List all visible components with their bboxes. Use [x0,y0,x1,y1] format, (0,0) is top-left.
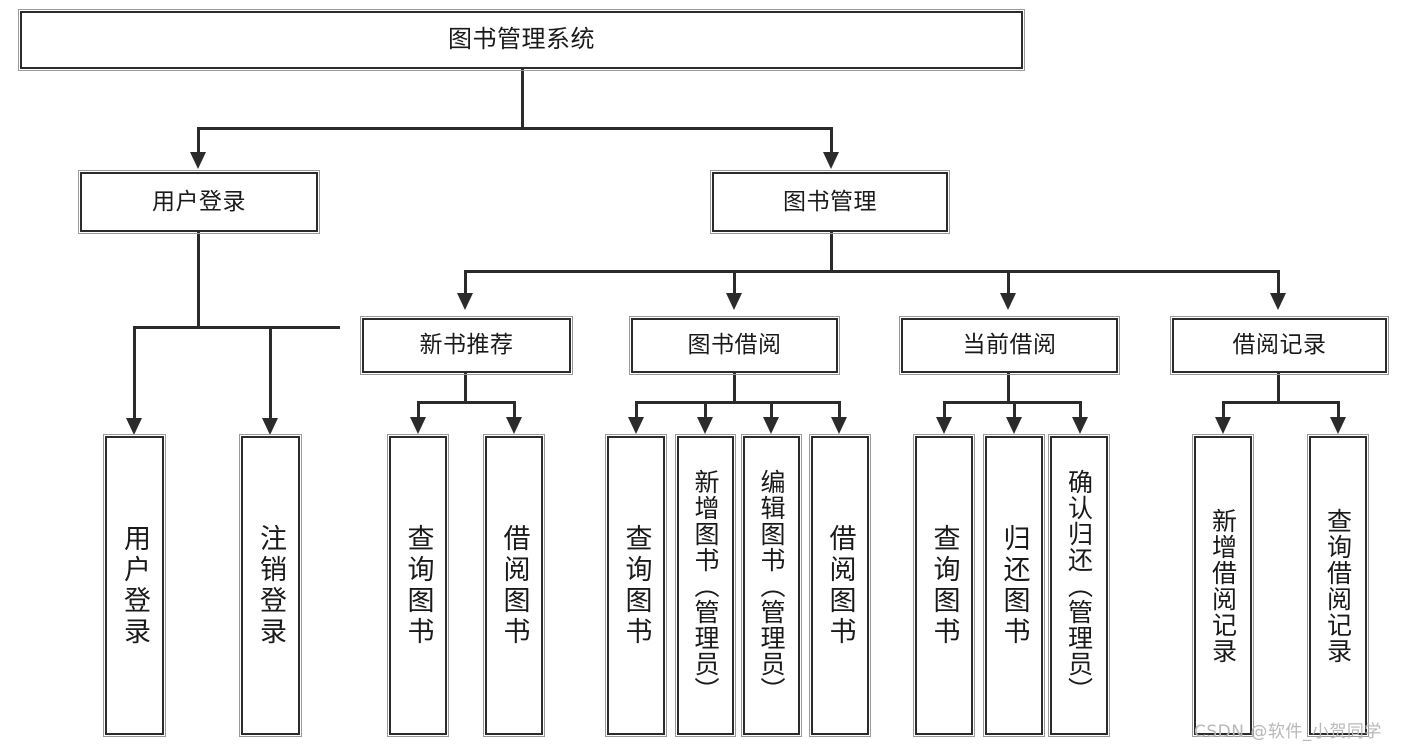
node-leaf-query-book-1[interactable]: 查询图书 [387,434,449,737]
node-leaf-user-login[interactable]: 用户登录 [103,434,166,737]
connector-root-to-user-login [197,127,200,153]
arrowhead-leaf-logout [262,418,278,435]
node-leaf-return-book[interactable]: 归还图书 [983,434,1045,737]
connector-user-login-to-leaf-1 [133,326,136,419]
arrowhead-leaf-return-book [1006,417,1022,434]
node-label: 用户登录 [152,188,246,215]
node-label: 新增借阅记录 [1208,507,1238,664]
arrowhead-leaf-query-book-3 [936,417,952,434]
node-label: 借阅图书 [498,523,530,648]
node-label: 借阅图书 [824,523,856,648]
node-label: 新书推荐 [419,332,514,359]
arrowhead-book-mgmt [823,152,839,169]
node-leaf-query-book-3[interactable]: 查询图书 [913,434,975,737]
connector-new-book-rec-bus [417,401,516,404]
node-label: 查询借阅记录 [1323,507,1353,664]
node-label: 查询图书 [402,523,434,648]
watermark-text: CSDN @软件_小贺同学 [1194,722,1382,742]
node-leaf-query-book-2[interactable]: 查询图书 [605,434,667,737]
connector-book-borrow-to-leaf-3 [770,401,773,418]
connector-new-book-rec-to-leaf-2 [513,401,516,418]
node-leaf-borrow-book-1[interactable]: 借阅图书 [483,434,545,737]
connector-new-book-rec-to-leaf-1 [417,401,420,418]
node-label: 归还图书 [998,523,1030,648]
connector-borrow-record-stem [1277,373,1280,403]
connector-book-borrow-to-leaf-1 [635,401,638,418]
connector-book-borrow-bus [635,401,840,404]
arrowhead-leaf-borrow-book-2 [831,417,847,434]
connector-user-login-stem [197,232,200,328]
connector-borrow-record-to-leaf-1 [1222,401,1225,418]
node-leaf-logout[interactable]: 注销登录 [239,434,302,737]
node-leaf-add-borrow-record[interactable]: 新增借阅记录 [1192,434,1254,737]
arrowhead-leaf-query-book-1 [410,417,426,434]
connector-book-mgmt-stem [830,232,833,272]
node-label: 新增图书（管理员） [691,468,720,703]
node-label: 图书管理 [783,188,877,215]
connector-current-borrow-to-leaf-3 [1079,401,1082,418]
arrowhead-leaf-add-book [697,417,713,434]
arrowhead-current-borrow [1000,293,1016,310]
node-book-management[interactable]: 图书管理 [710,170,950,234]
node-label: 借阅记录 [1232,332,1327,359]
node-new-book-recommendation[interactable]: 新书推荐 [360,316,573,375]
connector-book-mgmt-to-borrow-record [1277,270,1280,294]
connector-root-stem [521,69,524,127]
connector-current-borrow-to-leaf-1 [943,401,946,418]
arrowhead-leaf-query-book-2 [628,417,644,434]
connector-borrow-record-bus [1222,401,1340,404]
arrowhead-leaf-borrow-book-1 [506,417,522,434]
node-leaf-borrow-book-2[interactable]: 借阅图书 [809,434,871,737]
node-label: 确认归还（管理员） [1064,468,1094,703]
node-label: 查询图书 [928,523,960,648]
connector-new-book-rec-stem [464,373,467,403]
node-label: 当前借阅 [962,332,1057,359]
connector-current-borrow-to-leaf-2 [1013,401,1016,418]
arrowhead-user-login [190,152,206,169]
node-root-book-management-system[interactable]: 图书管理系统 [18,9,1025,71]
connector-root-bus [197,127,833,130]
connector-user-login-bus [133,326,340,329]
connector-current-borrow-bus [943,401,1079,404]
connector-book-borrow-to-leaf-4 [838,401,841,418]
arrowhead-new-book-rec [457,293,473,310]
arrowhead-borrow-record [1270,293,1286,310]
arrowhead-leaf-add-record [1215,417,1231,434]
node-leaf-edit-book-admin[interactable]: 编辑图书（管理员） [741,434,802,737]
connector-root-to-book-mgmt [830,127,833,153]
node-user-login[interactable]: 用户登录 [78,170,320,234]
node-leaf-query-borrow-record[interactable]: 查询借阅记录 [1307,434,1369,737]
connector-book-mgmt-bus [464,270,1277,273]
connector-book-mgmt-to-current-borrow [1007,270,1010,294]
connector-book-borrow-stem [733,373,736,403]
node-leaf-confirm-return-admin[interactable]: 确认归还（管理员） [1048,434,1110,737]
connector-book-borrow-to-leaf-2 [704,401,707,418]
arrowhead-leaf-edit-book [763,417,779,434]
node-current-borrowing[interactable]: 当前借阅 [899,316,1120,375]
connector-borrow-record-to-leaf-2 [1337,401,1340,418]
connector-user-login-to-leaf-2 [269,326,272,419]
node-label: 编辑图书（管理员） [757,468,786,703]
arrowhead-leaf-confirm-return [1072,417,1088,434]
node-label: 用户登录 [119,523,150,648]
node-label: 图书借阅 [687,332,782,359]
node-book-borrowing[interactable]: 图书借阅 [629,316,840,375]
node-label: 注销登录 [255,523,286,648]
connector-book-mgmt-to-new-book-rec [464,270,467,294]
connector-current-borrow-stem [1007,373,1010,403]
arrowhead-leaf-query-record [1330,417,1346,434]
node-label: 图书管理系统 [448,25,595,54]
node-label: 查询图书 [620,523,652,648]
node-leaf-add-book-admin[interactable]: 新增图书（管理员） [675,434,736,737]
arrowhead-book-borrow [726,293,742,310]
arrowhead-leaf-user-login [126,418,142,435]
node-borrowing-record[interactable]: 借阅记录 [1170,316,1389,375]
connector-book-mgmt-to-book-borrow [733,270,736,294]
